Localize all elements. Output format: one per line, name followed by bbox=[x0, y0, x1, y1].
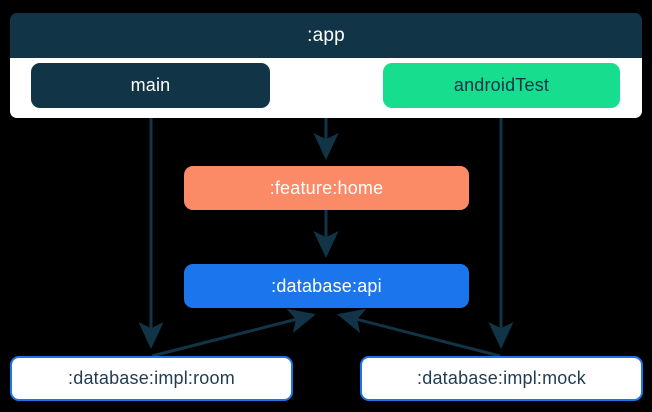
edge-database-impl-mock-to-database-api bbox=[337, 308, 501, 358]
cluster-app-title: :app bbox=[307, 25, 345, 46]
node-database-impl-mock[interactable]: :database:impl:mock bbox=[360, 356, 643, 401]
node-main[interactable]: main bbox=[31, 63, 270, 108]
node-database-api[interactable]: :database:api bbox=[184, 264, 469, 308]
edge-database-impl-room-to-database-api bbox=[151, 308, 316, 358]
node-database-impl-room[interactable]: :database:impl:room bbox=[10, 356, 293, 401]
node-feature-home[interactable]: :feature:home bbox=[184, 166, 469, 210]
node-androidtest[interactable]: androidTest bbox=[383, 63, 620, 108]
